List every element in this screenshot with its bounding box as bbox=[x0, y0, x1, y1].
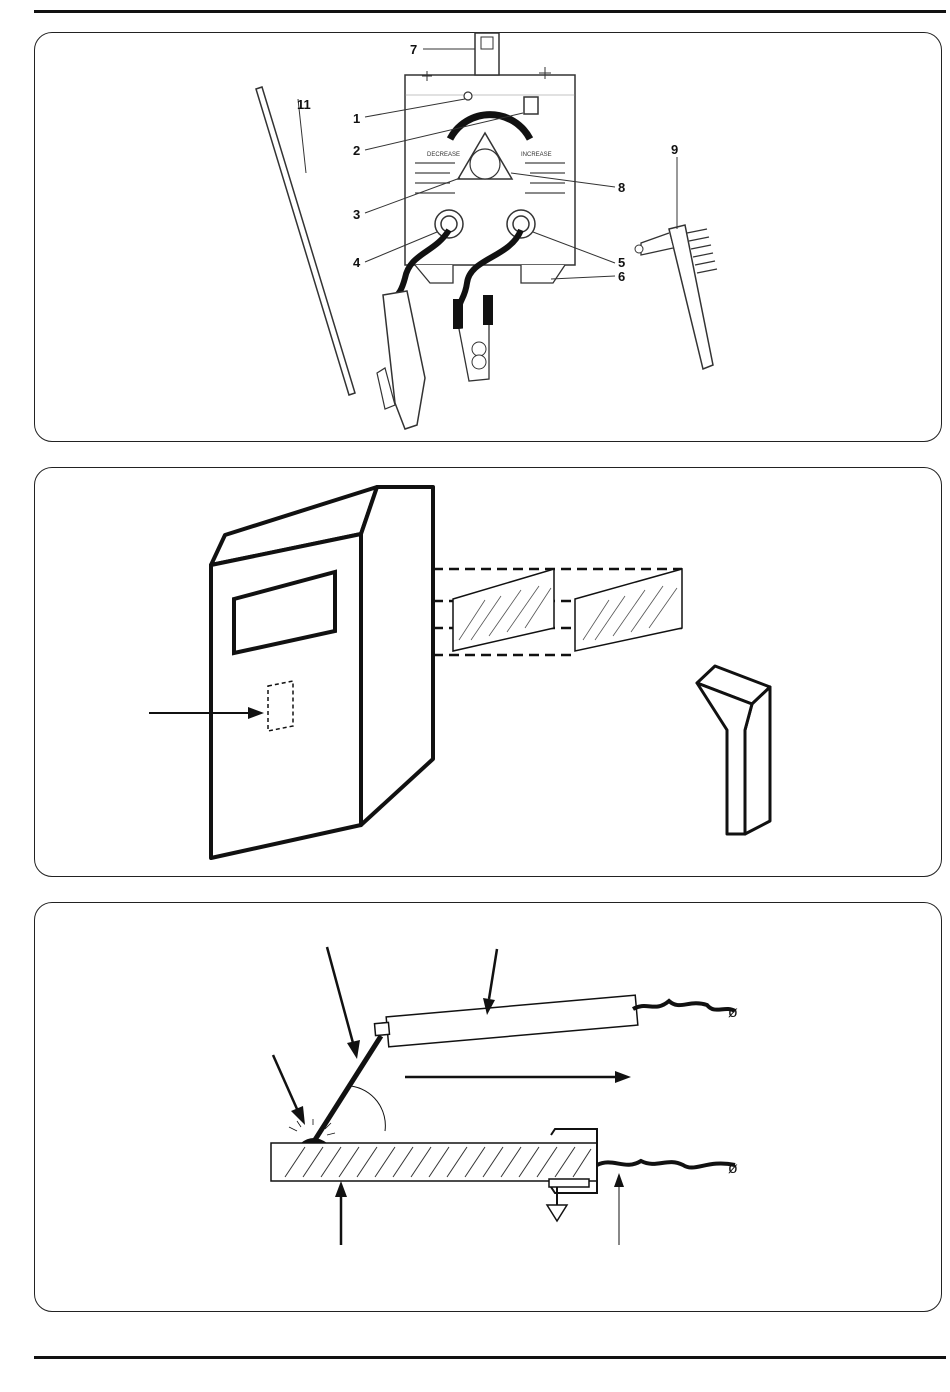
callout-arrow-workpiece bbox=[335, 1181, 347, 1245]
cable-end-symbol-top: ø bbox=[728, 1004, 738, 1021]
callout-arrow-electrode bbox=[327, 947, 360, 1059]
top-rule bbox=[34, 10, 946, 13]
clear-cover-lens bbox=[575, 569, 682, 651]
callout-arrow-earth-clamp bbox=[614, 1173, 624, 1245]
callout-9: 9 bbox=[671, 142, 678, 157]
callout-1: 1 bbox=[353, 111, 360, 126]
welding-rod bbox=[256, 87, 355, 395]
chipping-hammer-brush bbox=[635, 157, 717, 369]
callout-5: 5 bbox=[618, 255, 625, 270]
bottom-rule bbox=[34, 1356, 946, 1359]
callout-4: 4 bbox=[353, 255, 361, 270]
callout-arrow-holder bbox=[483, 949, 497, 1015]
filter-lens bbox=[453, 569, 554, 651]
power-switch bbox=[524, 97, 538, 114]
workpiece bbox=[271, 1143, 597, 1181]
callout-11: 11 bbox=[297, 97, 311, 112]
callout-7: 7 bbox=[410, 42, 417, 57]
panel-welder-components: 11 DECREASE INCREASE bbox=[34, 32, 942, 442]
electrode-angle-arc bbox=[351, 1086, 385, 1131]
direction-of-travel-arrow bbox=[405, 1071, 631, 1083]
welding-technique-illustration: ø bbox=[35, 903, 943, 1313]
shield-handle bbox=[697, 666, 770, 834]
callout-6: 6 bbox=[618, 269, 625, 284]
callout-8: 8 bbox=[618, 180, 625, 195]
cable-end-symbol-bottom: ø bbox=[728, 1160, 738, 1177]
face-shield-illustration bbox=[35, 468, 943, 878]
callout-3: 3 bbox=[353, 207, 360, 222]
dial-increase-label: INCREASE bbox=[521, 152, 552, 158]
panel-face-shield bbox=[34, 467, 942, 877]
callout-2: 2 bbox=[353, 143, 360, 158]
panel-welding-technique: ø bbox=[34, 902, 942, 1312]
electrode bbox=[313, 1036, 381, 1143]
indicator-light bbox=[464, 92, 472, 100]
electrode-holder bbox=[375, 995, 735, 1047]
dial-decrease-label: DECREASE bbox=[427, 152, 460, 158]
callout-arrow-arc bbox=[273, 1055, 305, 1125]
arc-weld-pool bbox=[301, 1138, 327, 1143]
face-shield bbox=[211, 487, 433, 858]
earth-clamp bbox=[453, 295, 493, 381]
electrode-holder bbox=[377, 291, 425, 429]
welder-components-illustration: 11 DECREASE INCREASE bbox=[35, 33, 943, 443]
